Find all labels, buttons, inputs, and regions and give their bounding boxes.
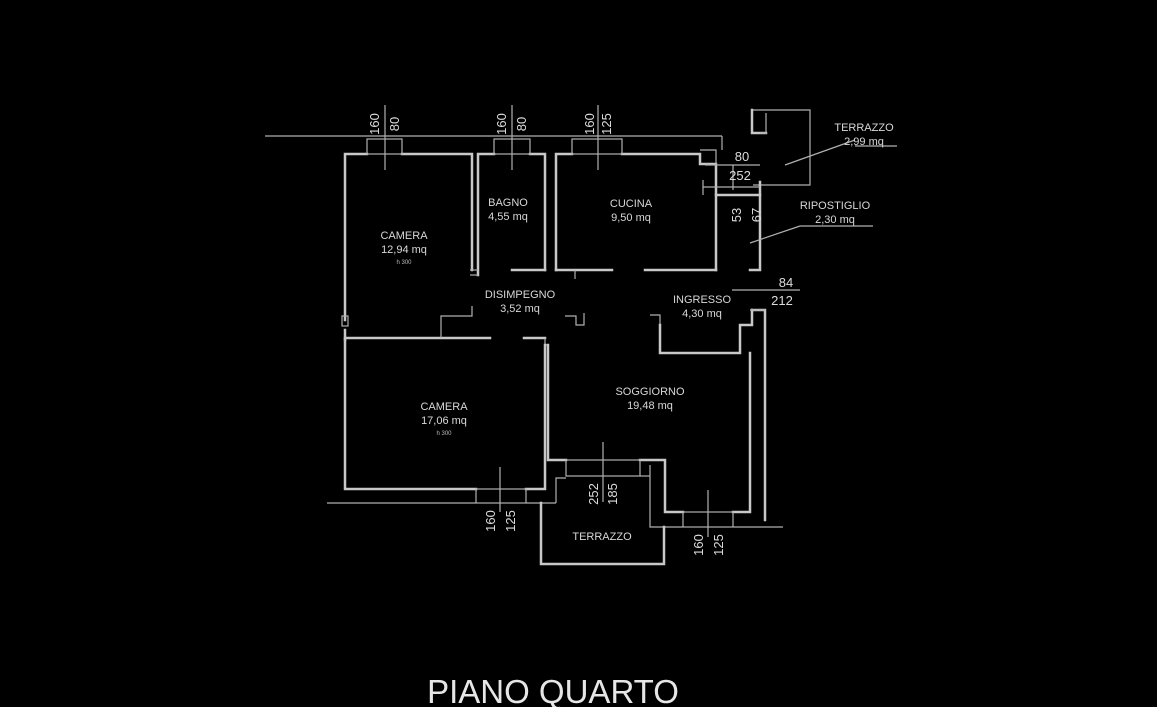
terrazzo-top-name: TERRAZZO	[834, 122, 894, 134]
dimension-lines	[384, 105, 897, 537]
ripostiglio-area: 2,30 mq	[815, 214, 855, 226]
bagno-name: BAGNO	[488, 197, 528, 209]
dim-camera1-b: 80	[387, 117, 402, 131]
dim-ing-84: 84	[779, 275, 793, 290]
cucina-area: 9,50 mq	[611, 212, 651, 224]
disimpegno-area: 3,52 mq	[500, 303, 540, 315]
dim-soggiorno-a: 160	[691, 534, 706, 556]
ingresso-area: 4,30 mq	[682, 308, 722, 320]
bagno-area: 4,55 mq	[488, 211, 528, 223]
dim-rip-53: 53	[729, 208, 744, 222]
dim-camera1-a: 160	[367, 113, 382, 135]
soggiorno-name: SOGGIORNO	[615, 386, 685, 398]
dim-bagno-b: 80	[514, 117, 529, 131]
dim-camera2-b: 125	[503, 510, 518, 532]
dim-terr-80: 80	[735, 149, 749, 164]
dim-cucina-a: 160	[582, 113, 597, 135]
soggiorno-area: 19,48 mq	[627, 400, 673, 412]
camera1-name: CAMERA	[380, 230, 428, 242]
camera2-name: CAMERA	[420, 401, 468, 413]
ripostiglio-name: RIPOSTIGLIO	[800, 200, 871, 212]
plan-title: PIANO QUARTO	[427, 673, 679, 707]
dim-ing-212: 212	[771, 293, 793, 308]
dim-soggiorno-b: 125	[711, 534, 726, 556]
dim-camera2-a: 160	[483, 510, 498, 532]
dim-terr-252: 252	[729, 168, 751, 183]
dim-bagno-a: 160	[494, 113, 509, 135]
ingresso-name: INGRESSO	[673, 294, 732, 306]
terrazzo-bottom-name: TERRAZZO	[572, 531, 632, 543]
terrazzo-top-area: 2,99 mq	[844, 136, 884, 148]
dim-door-terr-a: 252	[586, 483, 601, 505]
camera2-note: h 300	[436, 431, 452, 437]
dim-door-terr-b: 185	[605, 483, 620, 505]
dim-cucina-b: 125	[599, 113, 614, 135]
camera1-note: h 300	[396, 260, 412, 266]
disimpegno-name: DISIMPEGNO	[485, 289, 556, 301]
camera2-area: 17,06 mq	[421, 415, 467, 427]
camera1-area: 12,94 mq	[381, 244, 427, 256]
dim-rip-67: 67	[749, 208, 764, 222]
cucina-name: CUCINA	[610, 198, 653, 210]
